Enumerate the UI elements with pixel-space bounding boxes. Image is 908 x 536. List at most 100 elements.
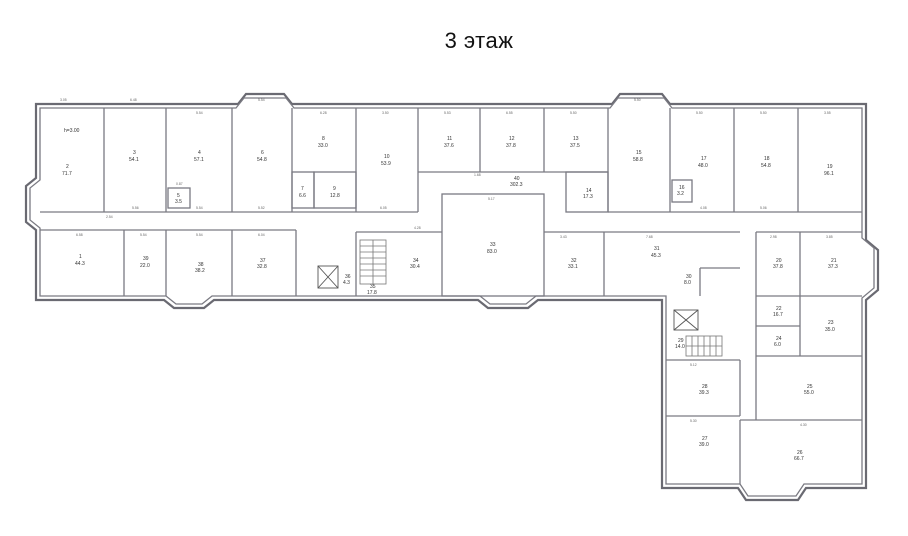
- room-number: 38: [198, 262, 204, 268]
- room-area: 30.4: [410, 264, 420, 270]
- dimension-label: 0.87: [176, 182, 183, 186]
- room-area: 4.3: [343, 280, 350, 286]
- room-area: 6.6: [299, 193, 306, 199]
- dimension-label: 5.53: [444, 111, 451, 115]
- room-area: 6.0: [774, 342, 781, 348]
- dimension-label: 3.43: [560, 235, 567, 239]
- room-area: 302.3: [510, 182, 523, 188]
- room-number: 34: [413, 258, 419, 264]
- room-number: 28: [702, 384, 708, 390]
- room-area: 45.3: [651, 253, 661, 259]
- dimension-label: 3.55: [824, 111, 831, 115]
- room-area: 33.1: [568, 264, 578, 270]
- room-area: 54.8: [761, 163, 771, 169]
- elevator-west: [317, 265, 339, 289]
- room-number: 5: [177, 193, 180, 199]
- room-number: 3: [133, 150, 136, 156]
- dimension-label: 5.12: [690, 363, 697, 367]
- interior-walls: [40, 108, 862, 484]
- stairs-west: [359, 239, 387, 285]
- room-number: 33: [490, 242, 496, 248]
- dimension-label: 1.68: [474, 173, 481, 177]
- room-number: 8: [322, 136, 325, 142]
- room-number: 35: [370, 284, 376, 290]
- dimension-label: 3.50: [382, 111, 389, 115]
- room-area: 39.3: [699, 390, 709, 396]
- room-number: 39: [143, 256, 149, 262]
- room-area: 37.5: [570, 143, 580, 149]
- room-area: 38.2: [195, 268, 205, 274]
- room-number: 10: [384, 154, 390, 160]
- room-area: 66.7: [794, 456, 804, 462]
- room-area: 55.0: [804, 390, 814, 396]
- room-number: 15: [636, 150, 642, 156]
- room-area: 17.3: [583, 194, 593, 200]
- room-number: 13: [573, 136, 579, 142]
- room-area: 3.2: [677, 191, 684, 197]
- room-number: 32: [571, 258, 577, 264]
- dimension-label: 4.30: [800, 423, 807, 427]
- room-area: 16.7: [773, 312, 783, 318]
- room-area: 37.3: [828, 264, 838, 270]
- dimension-labels: 3.05 6.48 5.54 5.54 6.28 3.50 5.53 6.55 …: [60, 98, 833, 427]
- dimension-label: 4.08: [700, 206, 707, 210]
- room-number: 6: [261, 150, 264, 156]
- room-number: 21: [831, 258, 837, 264]
- room-number: 9: [333, 186, 336, 192]
- room-area: 57.1: [194, 157, 204, 163]
- dimension-label: 6.55: [506, 111, 513, 115]
- room-number: 30: [686, 274, 692, 280]
- room-area: 8.0: [684, 280, 691, 286]
- dimension-label: 5.54: [258, 98, 265, 102]
- room-number: 31: [654, 246, 660, 252]
- room-area: 12.8: [330, 193, 340, 199]
- room-area: 54.8: [257, 157, 267, 163]
- dimension-label: 4.28: [414, 226, 421, 230]
- room-number: 11: [447, 136, 452, 142]
- dimension-label: 5.50: [760, 111, 767, 115]
- dimension-label: 5.50: [634, 98, 641, 102]
- room-number: 22: [776, 306, 782, 312]
- room-number: 14: [586, 188, 592, 194]
- room-area: 32.8: [257, 264, 267, 270]
- room-number: 23: [828, 320, 834, 326]
- room-number: 4: [198, 150, 201, 156]
- dimension-label: 5.52: [258, 206, 265, 210]
- dimension-label: 5.54: [140, 233, 147, 237]
- dimension-label: 5.30: [690, 419, 697, 423]
- room-area: 44.3: [75, 261, 85, 267]
- room-area: 39.0: [699, 442, 709, 448]
- room-area: 83.0: [487, 249, 497, 255]
- room-area: 22.0: [140, 263, 150, 269]
- room-area: 35.0: [825, 327, 835, 333]
- room-number: 19: [827, 164, 833, 170]
- room-number: 16: [679, 185, 685, 191]
- dimension-label: 2.98: [770, 235, 777, 239]
- dimension-label: 5.17: [488, 197, 495, 201]
- dimension-label: 5.50: [696, 111, 703, 115]
- dimension-label: 5.54: [196, 206, 203, 210]
- dimension-label: 5.54: [196, 233, 203, 237]
- room-area: 96.1: [824, 171, 834, 177]
- stairs-east: [685, 335, 723, 357]
- room-number: 20: [776, 258, 782, 264]
- room-number: 27: [702, 436, 708, 442]
- dimension-label: 2.54: [106, 215, 113, 219]
- dimension-label: 5.50: [570, 111, 577, 115]
- room-number: 29: [678, 338, 684, 344]
- room-number: 37: [260, 258, 266, 264]
- room-area: 58.8: [633, 157, 643, 163]
- room-area: 37.8: [506, 143, 516, 149]
- ceiling-height-note: h=3.00: [64, 128, 80, 134]
- outer-walls: [24, 92, 880, 502]
- room-number: 26: [797, 450, 803, 456]
- dimension-label: 5.06: [760, 206, 767, 210]
- elevator-east: [673, 309, 699, 331]
- page-title: 3 этаж: [444, 28, 514, 53]
- room-area: 33.0: [318, 143, 328, 149]
- room-number: 1: [79, 254, 82, 260]
- room-area: 14.0: [675, 344, 685, 350]
- room-area: 54.1: [129, 157, 139, 163]
- dimension-label: 7.68: [646, 235, 653, 239]
